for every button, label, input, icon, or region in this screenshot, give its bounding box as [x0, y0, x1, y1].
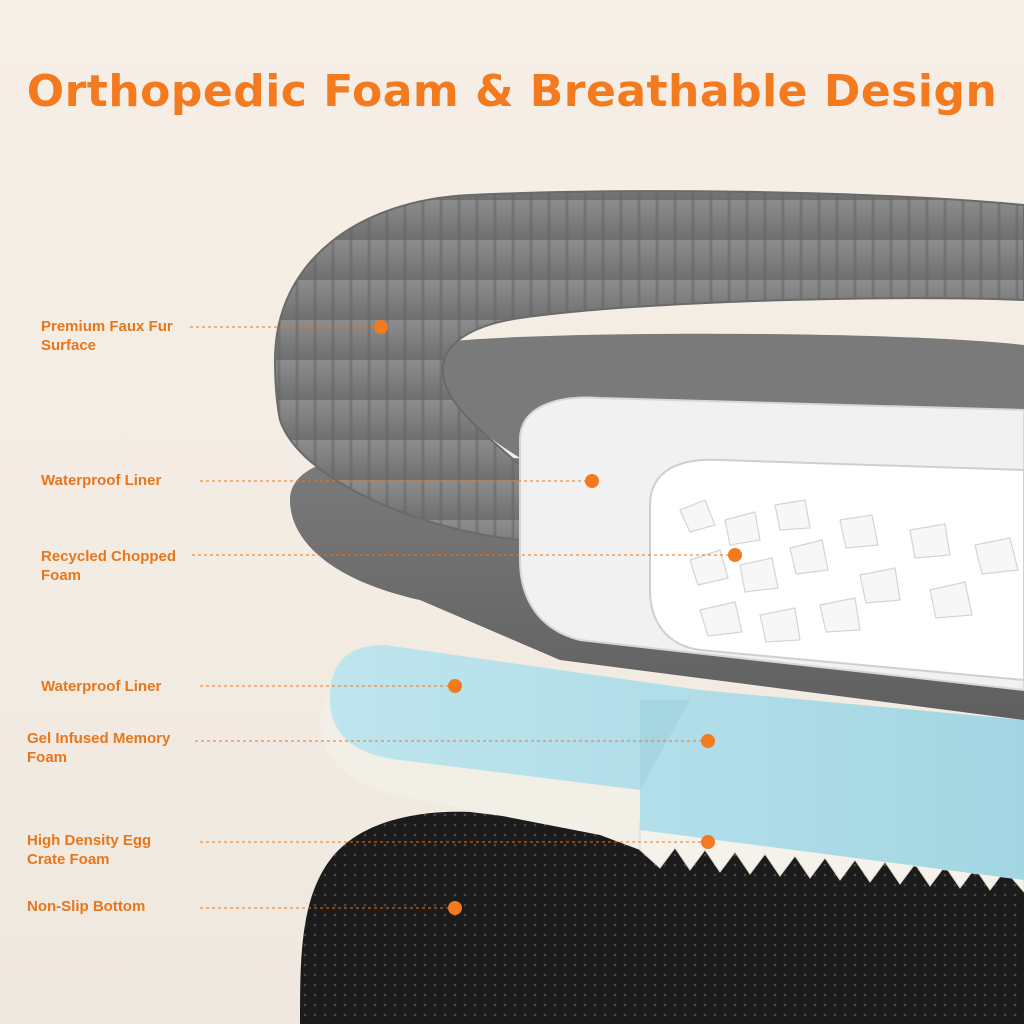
label-egg-crate: High Density Egg Crate Foam	[27, 832, 152, 868]
marker-egg-crate	[701, 835, 715, 849]
label-gel-foam: Gel Infused Memory Foam	[27, 730, 171, 766]
marker-liner-top	[585, 474, 599, 488]
label-chopped-foam: Recycled Chopped Foam	[41, 548, 177, 584]
gel-memory-foam-layer	[330, 645, 1024, 880]
marker-gel-foam	[701, 734, 715, 748]
marker-chopped-foam	[728, 548, 742, 562]
cutaway-fill-layer	[519, 396, 1024, 692]
label-faux-fur: Premium Faux Fur Surface	[41, 318, 173, 354]
marker-non-slip	[448, 901, 462, 915]
label-liner-bottom: Waterproof Liner	[41, 678, 162, 695]
page-title: Orthopedic Foam & Breathable Design	[26, 66, 998, 117]
label-liner-top: Waterproof Liner	[41, 472, 162, 489]
marker-faux-fur	[374, 320, 388, 334]
marker-liner-bottom	[448, 679, 462, 693]
label-non-slip: Non-Slip Bottom	[27, 898, 146, 915]
bolster-layer	[273, 190, 1024, 542]
